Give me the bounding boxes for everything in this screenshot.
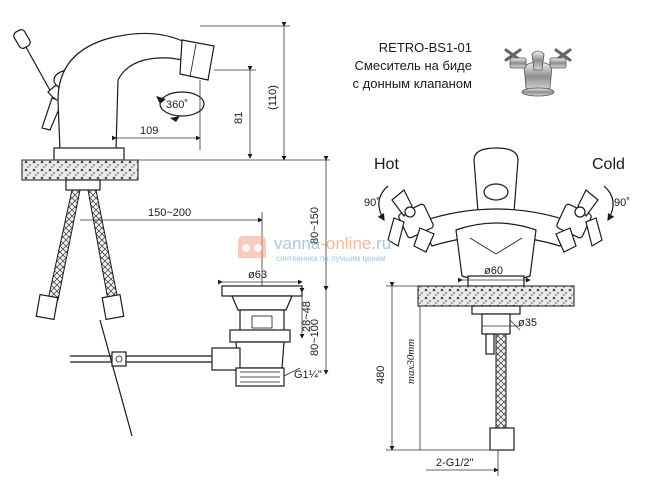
dim-109: 109 <box>140 125 158 137</box>
angle-right-label: 90˚ <box>614 197 630 209</box>
dim-d60: ø60 <box>484 265 503 277</box>
drain-pivot <box>211 347 241 371</box>
shank-nut <box>65 179 101 191</box>
countertop-front <box>417 285 575 307</box>
countertop-side <box>21 159 139 181</box>
dim-80-150: 80~150 <box>309 207 321 244</box>
dim-g114: G1¼" <box>294 369 322 381</box>
front-aerator <box>483 183 509 201</box>
dim-28-48: 28~48 <box>301 301 313 332</box>
dim-g12: 2-G1/2" <box>436 457 474 469</box>
dim-81: 81 <box>233 112 245 124</box>
angle-left-label: 90˚ <box>364 197 380 209</box>
dim-480: 480 <box>375 366 387 384</box>
drain-tailpiece <box>235 341 285 369</box>
dim-150-200: 150~200 <box>148 207 191 219</box>
hose-right <box>87 189 119 301</box>
fixing-washer <box>471 305 521 315</box>
popup-pull-rod <box>99 319 133 437</box>
rotation-label: 360˚ <box>166 99 188 111</box>
cold-label: Cold <box>592 156 625 173</box>
product-model: RETRO-BS1-01 <box>378 40 472 55</box>
watermark-brand-a: vanna <box>274 234 321 253</box>
hot-label: Hot <box>374 156 399 173</box>
rotation-indicator: 360˚ <box>156 91 205 122</box>
dim-max30: max30mm <box>405 339 417 384</box>
drain-valve <box>211 285 303 387</box>
hose-nut-right <box>101 293 125 321</box>
popup-knob <box>13 29 31 49</box>
front-base <box>467 275 525 287</box>
hot-handle <box>387 189 435 253</box>
product-desc-line2: с донным клапаном <box>352 76 472 91</box>
angle-indicators: 90˚ 90˚ <box>364 185 630 222</box>
watermark-tagline: сантехника по лучшим ценам <box>276 254 386 263</box>
front-spout <box>473 147 519 213</box>
watermark-brand-b: -online <box>320 234 372 253</box>
dim-d63: ø63 <box>248 269 267 281</box>
cold-handle <box>555 189 603 253</box>
side-dimensions: 109 81 (110) 80~150 150~200 80~100 <box>22 22 330 375</box>
drain-nut <box>229 329 291 343</box>
front-hose <box>495 333 507 429</box>
aerator <box>179 39 215 81</box>
front-dimensions: ø60 ø35 480 max30mm 2-G1/2" <box>375 265 537 476</box>
product-photo <box>504 48 572 97</box>
side-view <box>13 29 225 437</box>
faucet-base <box>53 147 125 161</box>
drain-flange <box>221 285 303 297</box>
fixing-nut <box>481 313 511 335</box>
watermark-brand-c: .ru <box>371 234 392 253</box>
faucet-body <box>57 32 201 151</box>
hose-nut-left <box>35 293 59 321</box>
dim-80-100: 80~100 <box>309 319 321 356</box>
popup-clamp <box>111 351 127 367</box>
hose-left <box>47 189 81 301</box>
watermark-brand: vanna-online.ru <box>274 234 391 254</box>
dim-d35: ø35 <box>518 317 537 329</box>
drain-dimensions: ø63 28~48 G1¼" <box>218 269 322 381</box>
dim-110: (110) <box>267 85 279 110</box>
product-desc-line1: Смеситель на биде <box>354 58 472 73</box>
front-hose-nut <box>489 427 515 451</box>
watermark-logo-icon <box>238 236 266 258</box>
